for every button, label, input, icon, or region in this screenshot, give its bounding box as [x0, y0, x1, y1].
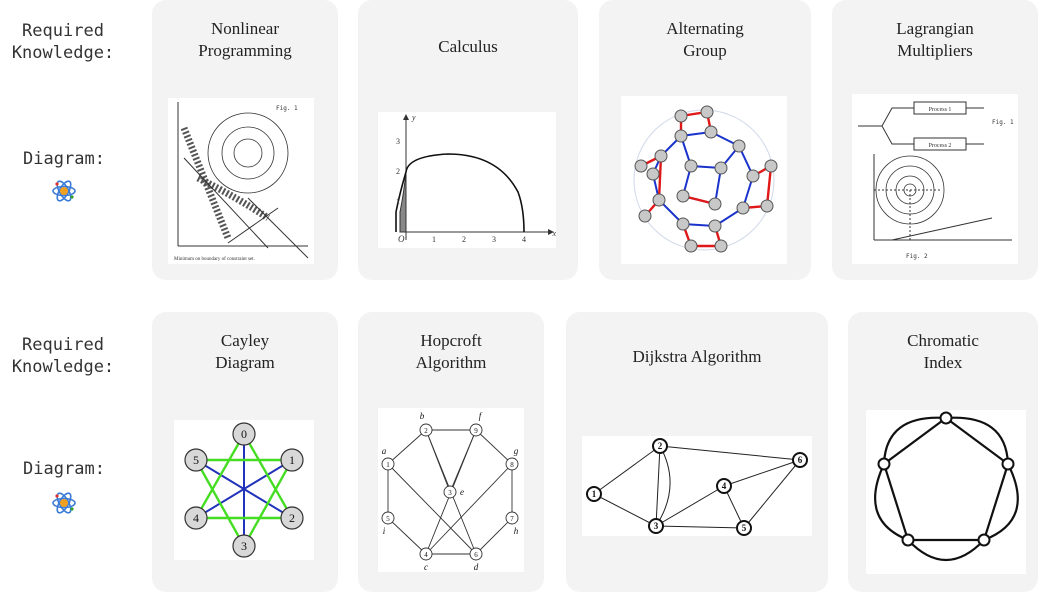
hopcroft-letter: d: [474, 562, 479, 572]
axis-x-label: x: [551, 229, 556, 238]
cayley-node: 5: [193, 453, 199, 467]
hopcroft-node: 9: [474, 427, 478, 435]
hopcroft-node: 1: [386, 461, 390, 469]
dijkstra-node: 1: [592, 489, 597, 499]
card-title: Alternating Group: [666, 19, 744, 60]
required-knowledge-label-2: Required Knowledge:: [11, 335, 115, 377]
hopcroft-letter: e: [460, 487, 464, 497]
cayley-node: 2: [289, 511, 295, 525]
hopcroft-diagram: 1 2 3 4 5 6 7 8 9 a b c d e f g h i: [378, 408, 524, 572]
cayley-node: 1: [289, 453, 295, 467]
origin-label: O: [398, 234, 405, 244]
axis-y-label: y: [411, 113, 416, 122]
ytick: 2: [396, 167, 400, 176]
dijkstra-node: 4: [722, 481, 727, 491]
hopcroft-node: 5: [386, 515, 390, 523]
xtick: 3: [492, 235, 496, 244]
fig2-label: Fig. 2: [906, 253, 928, 260]
cayley-node: 4: [193, 511, 199, 525]
card-hopcroft-algorithm[interactable]: Hopcroft Algorithm 1 2 3 4: [358, 312, 544, 592]
diagram-label-2: Diagram:: [23, 459, 105, 479]
hopcroft-letter: h: [514, 526, 519, 536]
hopcroft-letter: g: [514, 446, 519, 456]
ytick: 3: [396, 137, 400, 146]
dijkstra-node: 6: [798, 455, 803, 465]
hopcroft-letter: b: [420, 411, 425, 421]
hopcroft-letter: f: [479, 411, 483, 421]
hopcroft-node: 6: [474, 551, 478, 559]
fig1-label: Fig. 1: [276, 105, 298, 112]
cayley-diagram: 0 1 2 3 4 5: [174, 420, 314, 560]
xtick: 1: [432, 235, 436, 244]
fig1-label: Fig. 1: [992, 119, 1014, 126]
card-nonlinear-programming[interactable]: Nonlinear Programming Fig. 1 Minimum on …: [152, 0, 338, 280]
card-title: Hopcroft Algorithm: [415, 331, 487, 372]
card-cayley-diagram[interactable]: Cayley Diagram 0 1 2 3 4 5: [152, 312, 338, 592]
calculus-diagram: x y O 1 2 3 4 1 2 3: [378, 112, 556, 248]
xtick: 2: [462, 235, 466, 244]
dijkstra-node: 2: [658, 441, 663, 451]
card-title: Lagrangian Multipliers: [896, 19, 974, 60]
hopcroft-node: 4: [424, 551, 428, 559]
hopcroft-letter: i: [383, 526, 386, 536]
hopcroft-letter: a: [382, 446, 387, 456]
hopcroft-node: 8: [510, 461, 514, 469]
dijkstra-node: 5: [742, 523, 747, 533]
card-alternating-group[interactable]: Alternating Group: [599, 0, 811, 280]
card-title: Chromatic Index: [907, 331, 979, 372]
hopcroft-letter: c: [424, 562, 428, 572]
nonlinear-programming-diagram: Fig. 1 Minimum on boundary of constraint…: [168, 98, 314, 264]
cayley-node: 0: [241, 427, 247, 441]
card-chromatic-index[interactable]: Chromatic Index: [848, 312, 1038, 592]
hopcroft-node: 2: [424, 427, 428, 435]
hopcroft-node: 3: [448, 489, 452, 497]
card-title: Calculus: [438, 37, 498, 56]
diagram-label: Diagram:: [23, 149, 105, 169]
cayley-node: 3: [241, 539, 247, 553]
chromatic-index-diagram: [866, 410, 1026, 574]
process2-label: Process 2: [929, 143, 952, 149]
card-title: Nonlinear Programming: [198, 19, 292, 60]
card-lagrangian-multipliers[interactable]: Lagrangian Multipliers Process 1 Process…: [832, 0, 1038, 280]
atom-icon-2: [52, 492, 76, 514]
dijkstra-diagram: 1 2 3 4 5 6: [582, 436, 812, 536]
hopcroft-node: 7: [510, 515, 514, 523]
ytick: 1: [396, 197, 400, 206]
atom-icon: [52, 180, 76, 202]
caption: Minimum on boundary of constraint set.: [174, 257, 255, 262]
dijkstra-node: 3: [654, 521, 659, 531]
xtick: 4: [522, 235, 526, 244]
process1-label: Process 1: [929, 107, 952, 113]
required-knowledge-label: Required Knowledge:: [11, 21, 115, 63]
lagrangian-diagram: Process 1 Process 2 Fig. 1 Fig. 2: [852, 94, 1018, 264]
card-title: Dijkstra Algorithm: [632, 347, 762, 366]
card-title: Cayley Diagram: [215, 331, 275, 372]
card-dijkstra-algorithm[interactable]: Dijkstra Algorithm 1 2 3 4 5 6: [566, 312, 828, 592]
alternating-group-diagram: [621, 96, 787, 264]
card-calculus[interactable]: Calculus x y O 1 2 3 4 1 2 3: [358, 0, 578, 280]
